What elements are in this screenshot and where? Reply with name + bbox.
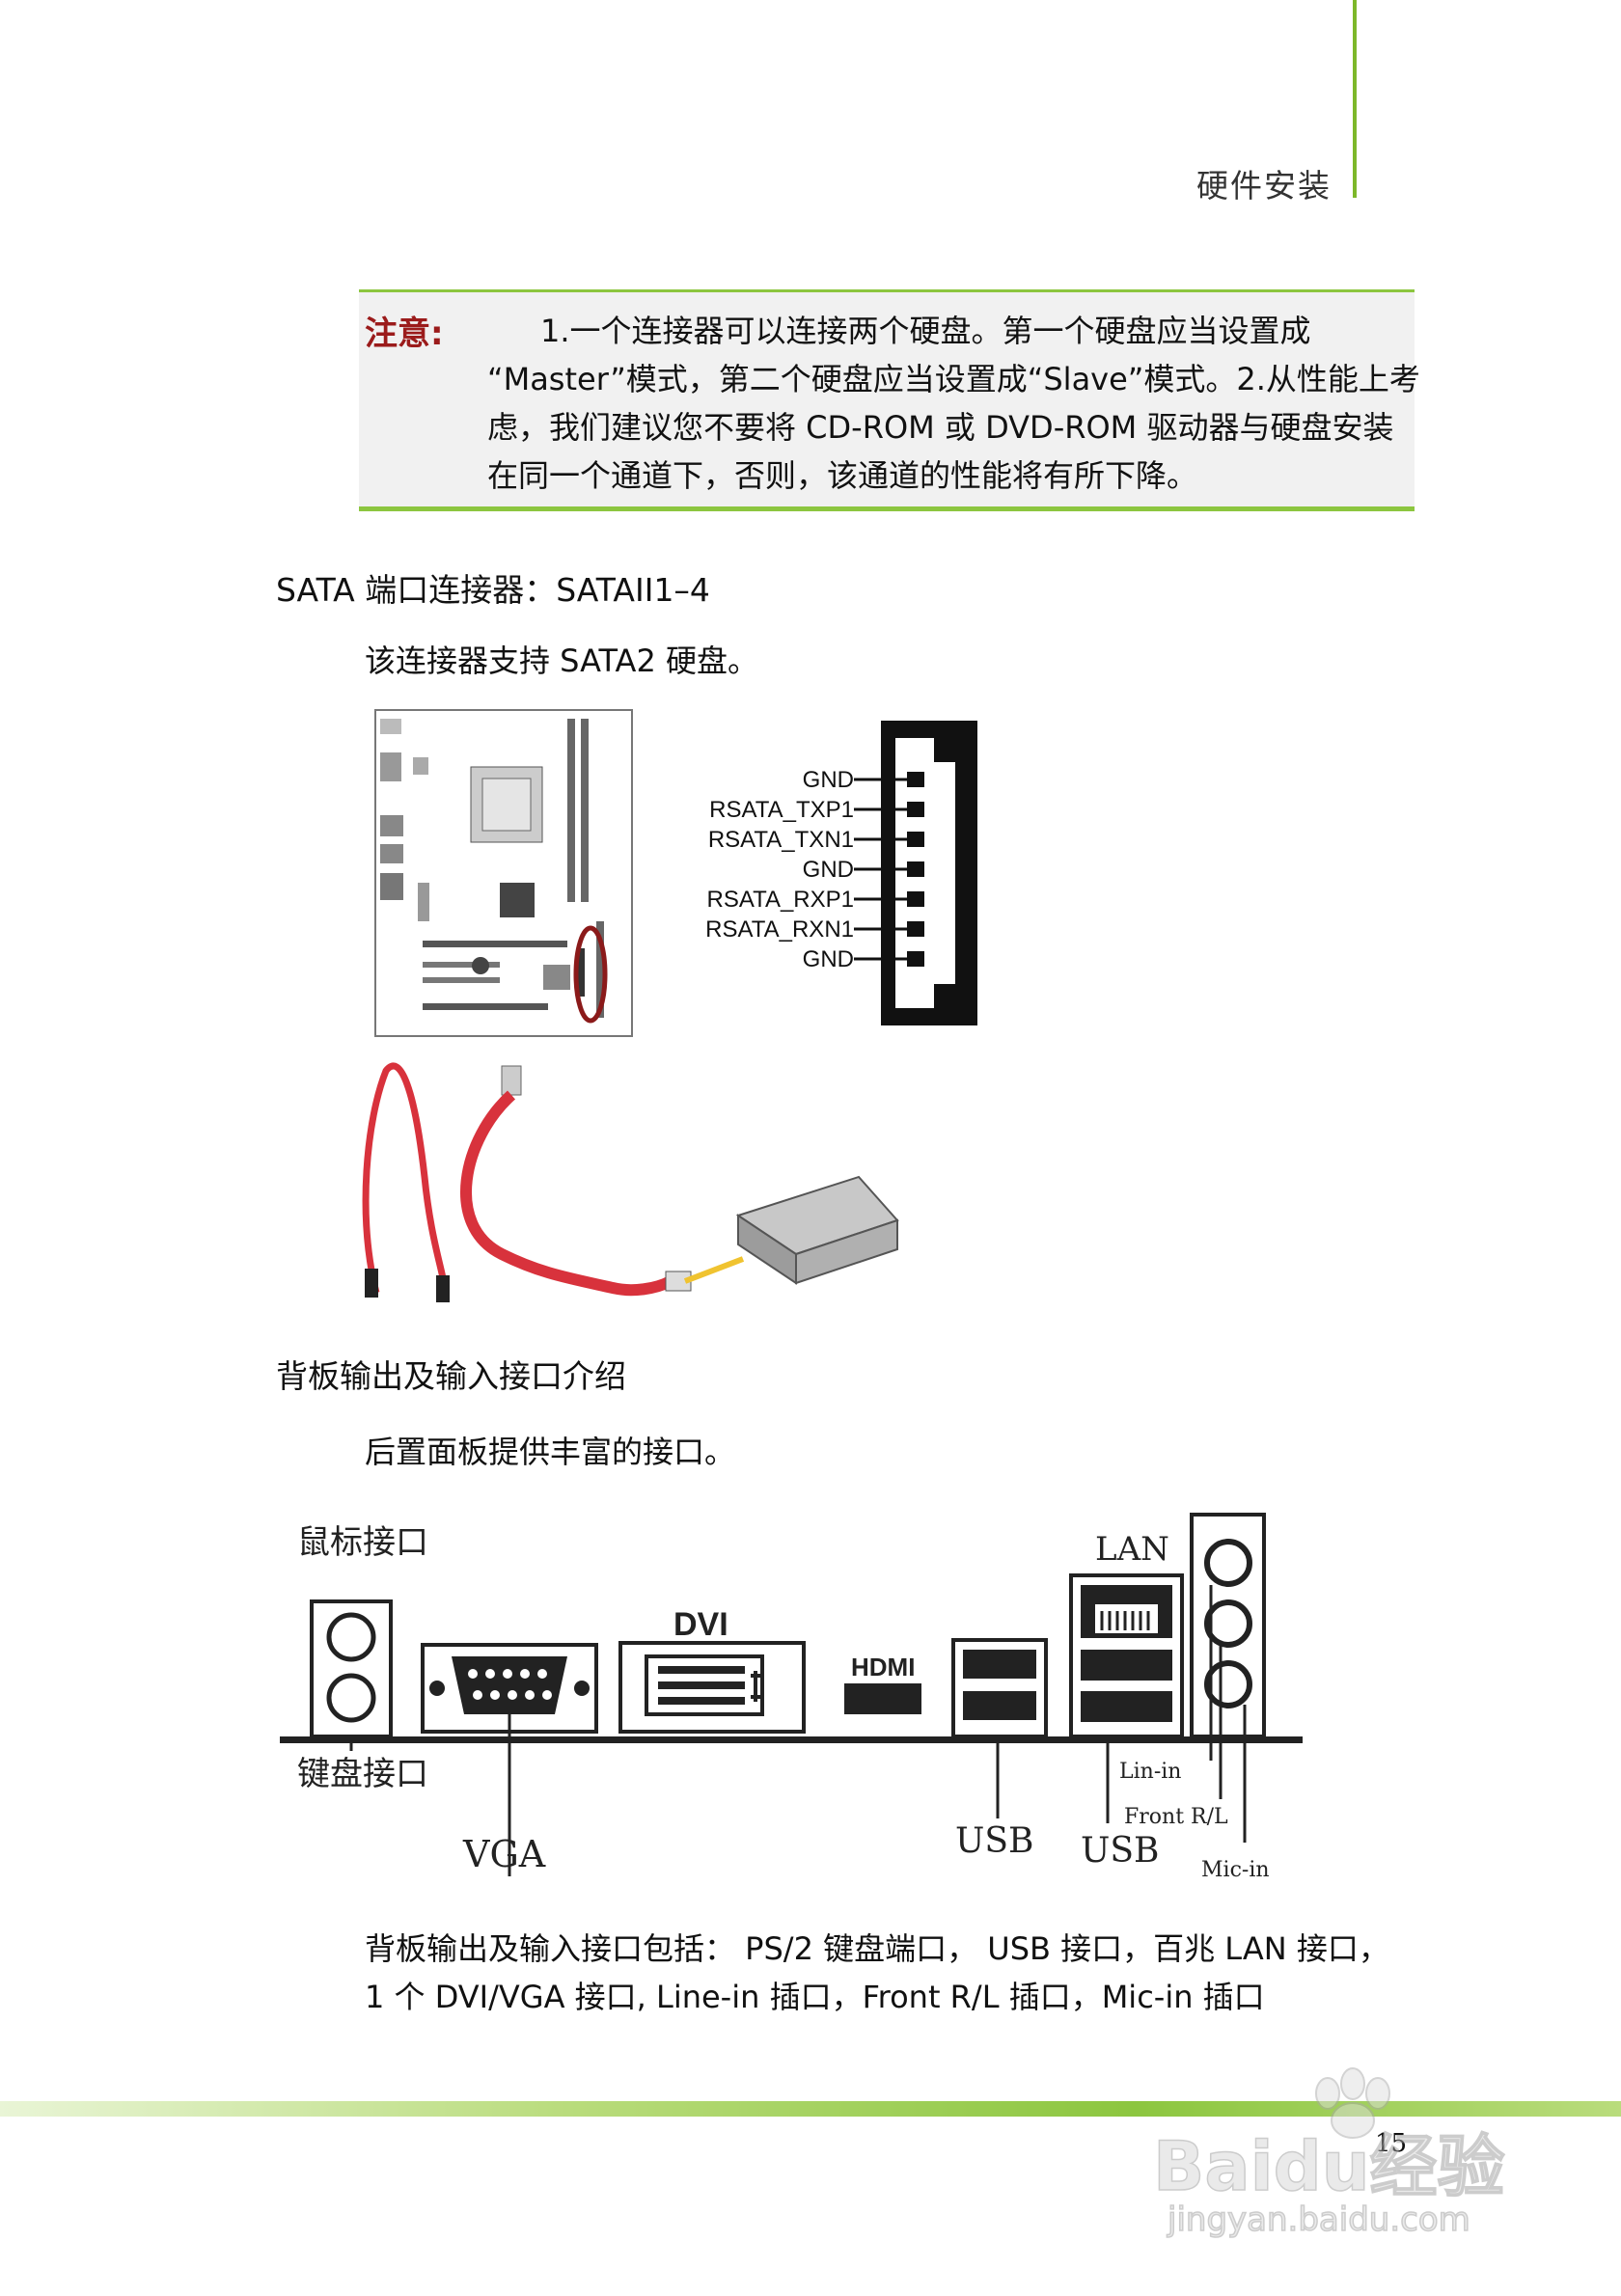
sata-description: 该连接器支持 SATA2 硬盘。 bbox=[365, 642, 758, 679]
pin-label: RSATA_TXP1 bbox=[709, 797, 854, 823]
sata-pin-diagram: GND RSATA_TXP1 RSATA_TXN1 GND RSATA_RXP1… bbox=[705, 721, 977, 1025]
mic-in-label: Mic-in bbox=[1201, 1858, 1270, 1882]
keyboard-port-label: 键盘接口 bbox=[297, 1755, 428, 1793]
lan-label: LAN bbox=[1095, 1530, 1169, 1569]
front-rl-label: Front R/L bbox=[1124, 1805, 1228, 1829]
baidu-watermark: Baidu经验 jingyan.baidu.com bbox=[1152, 2067, 1505, 2238]
pin-label: RSATA_RXP1 bbox=[707, 887, 855, 913]
vga-label: VGA bbox=[462, 1833, 546, 1875]
backpanel-summary-line: 背板输出及输入接口包括： PS/2 键盘端口， USB 接口，百兆 LAN 接口… bbox=[365, 1930, 1389, 1967]
watermark-url: jingyan.baidu.com bbox=[1167, 2200, 1470, 2238]
usb-label: USB bbox=[955, 1821, 1033, 1861]
usb-label: USB bbox=[1081, 1831, 1159, 1871]
pin-label: GND bbox=[803, 857, 854, 883]
back-panel-image: 鼠标接口 键盘接口 VGA USB USB LAN Lin-in Front R… bbox=[280, 1513, 1303, 1882]
pin-label: GND bbox=[803, 946, 854, 972]
header-accent-line bbox=[1353, 0, 1357, 198]
note-text-line: “Master”模式，第二个硬盘应当设置成“Slave”模式。2.从性能上考 bbox=[487, 361, 1420, 397]
mouse-port-label: 鼠标接口 bbox=[297, 1523, 428, 1562]
pin-label: RSATA_RXN1 bbox=[705, 916, 854, 943]
pin-label: RSATA_TXN1 bbox=[708, 827, 854, 853]
sata-cable-illustration bbox=[362, 1062, 899, 1302]
hdmi-label: HDMI bbox=[851, 1653, 915, 1681]
watermark-logo: Baidu经验 bbox=[1153, 2127, 1505, 2206]
backpanel-description: 后置面板提供丰富的接口。 bbox=[365, 1434, 736, 1470]
section-title: 硬件安装 bbox=[1196, 167, 1332, 205]
sata-heading: SATA 端口连接器：SATAII1–4 bbox=[276, 571, 710, 609]
footer-band bbox=[0, 2101, 1621, 2117]
dvi-label: DVI bbox=[673, 1606, 728, 1643]
pin-label: GND bbox=[803, 767, 854, 793]
backpanel-summary-line: 1 个 DVI/VGA 接口, Line-in 插口，Front R/L 插口，… bbox=[365, 1979, 1265, 2015]
note-text-line: 虑，我们建议您不要将 CD-ROM 或 DVD-ROM 驱动器与硬盘安装 bbox=[487, 409, 1394, 446]
page-number: 15 bbox=[1375, 2129, 1408, 2158]
note-text-line: 在同一个通道下，否则，该通道的性能将有所下降。 bbox=[487, 457, 1198, 494]
motherboard-layout-image bbox=[374, 709, 633, 1037]
line-in-label: Lin-in bbox=[1119, 1760, 1181, 1784]
note-text-line: 1.一个连接器可以连接两个硬盘。第一个硬盘应当设置成 bbox=[540, 313, 1311, 349]
note-box bbox=[359, 289, 1415, 511]
backpanel-heading: 背板输出及输入接口介绍 bbox=[276, 1357, 626, 1395]
note-label: 注意: bbox=[365, 314, 444, 353]
